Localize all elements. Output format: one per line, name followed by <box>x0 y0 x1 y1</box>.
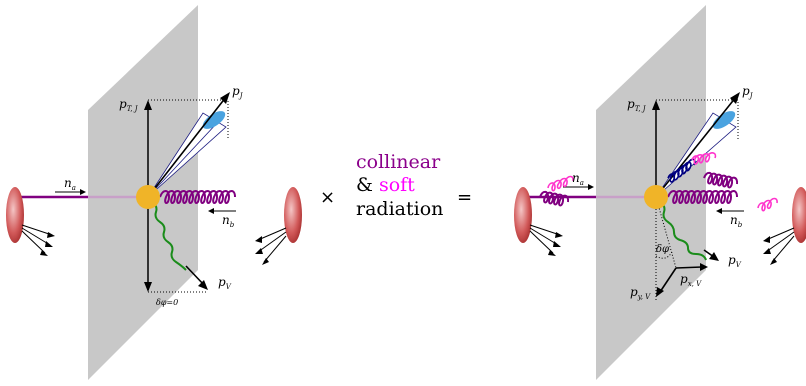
left-nb-label: nb <box>222 213 235 229</box>
right-pxV-arrowhead <box>700 263 708 271</box>
left-proton-a-fragment-heads <box>40 232 55 256</box>
right-pTJ-guide <box>656 99 739 140</box>
left-proton-b-fragments <box>257 227 287 263</box>
collinear-text: collinear <box>356 151 441 173</box>
right-dphi-label: δφ <box>656 244 669 255</box>
right-pJ-arrowhead <box>730 92 740 104</box>
radiation-text: radiation <box>356 198 443 220</box>
right-pJ-label: pJ <box>742 84 754 100</box>
right-beam-collinear-gluon <box>539 190 570 207</box>
times-sign: × <box>320 187 335 208</box>
left-na-label: na <box>64 176 76 192</box>
left-vertex <box>136 185 160 209</box>
soft-line: & soft <box>356 174 415 196</box>
right-na-label: na <box>572 171 584 187</box>
right-pV-label: pV <box>728 253 742 269</box>
right-proton-a-fragment-heads <box>548 232 563 256</box>
left-proton-a-fragments <box>21 224 53 254</box>
left-pJ-arrow <box>147 96 227 198</box>
left-jet-cone-cap <box>202 111 226 129</box>
right-pyV-arrowhead <box>656 287 664 297</box>
left-nb-arrowhead <box>208 208 214 214</box>
right-nb-arrowhead <box>716 208 722 214</box>
left-boson <box>151 201 187 271</box>
right-soft-gluon-b <box>757 197 778 212</box>
left-pV-label: pV <box>218 275 232 291</box>
left-pTJ-label: pT, J <box>119 97 139 113</box>
equals-sign: = <box>457 187 472 208</box>
right-soft-gluon-jet <box>691 152 717 165</box>
right-soft-gluon-beam <box>547 175 574 192</box>
right-pJ-arrow <box>655 96 737 198</box>
right-proton-a-fragments <box>529 224 561 254</box>
right-collinear-gluon <box>667 158 696 183</box>
left-gluon <box>159 190 236 204</box>
right-gluon <box>667 190 738 204</box>
right-pyV-label: py, V <box>630 285 651 301</box>
right-beam-b-collinear-gluon <box>703 171 739 189</box>
left-pTJ-arrowhead <box>144 100 152 110</box>
right-pyV-arrow <box>659 267 677 293</box>
right-boson <box>659 201 707 261</box>
right-proton-b-fragment-heads <box>763 236 777 265</box>
right-nb-label: nb <box>730 213 743 229</box>
right-pTJ-label: pT, J <box>627 97 647 113</box>
right-vertex <box>644 185 668 209</box>
left-na-arrowhead <box>80 189 86 195</box>
right-pxV-label: px, V <box>680 272 702 288</box>
right-panel: pT, J pJ na nb pV δφ px, V py, V <box>514 5 806 380</box>
middle-equation: × collinear & soft radiation = <box>320 151 472 220</box>
left-proton-a <box>6 187 24 243</box>
left-proton-b <box>284 187 302 243</box>
right-proton-b <box>792 187 806 243</box>
right-proton-a <box>514 187 532 243</box>
right-jet-cone-cap <box>712 111 736 129</box>
right-pV-arrowhead <box>709 252 719 261</box>
left-dphi-label: δφ=0 <box>156 298 178 307</box>
left-pJ-arrowhead <box>220 92 230 104</box>
left-jet-line <box>147 121 219 198</box>
left-panel: pT, J pJ na nb pV δφ=0 <box>6 5 302 380</box>
left-pJ-label: pJ <box>232 84 244 100</box>
right-recoil-dotted <box>655 196 677 269</box>
left-down-arrowhead <box>144 282 152 292</box>
left-proton-b-fragment-heads <box>255 236 269 265</box>
right-proton-b-fragments <box>765 227 795 263</box>
right-na-arrowhead <box>588 184 594 190</box>
right-pTJ-arrowhead <box>652 100 660 110</box>
right-dphi-arc <box>655 251 673 259</box>
left-pV-arrowhead <box>198 280 208 290</box>
right-pxV-arrow <box>675 266 703 269</box>
